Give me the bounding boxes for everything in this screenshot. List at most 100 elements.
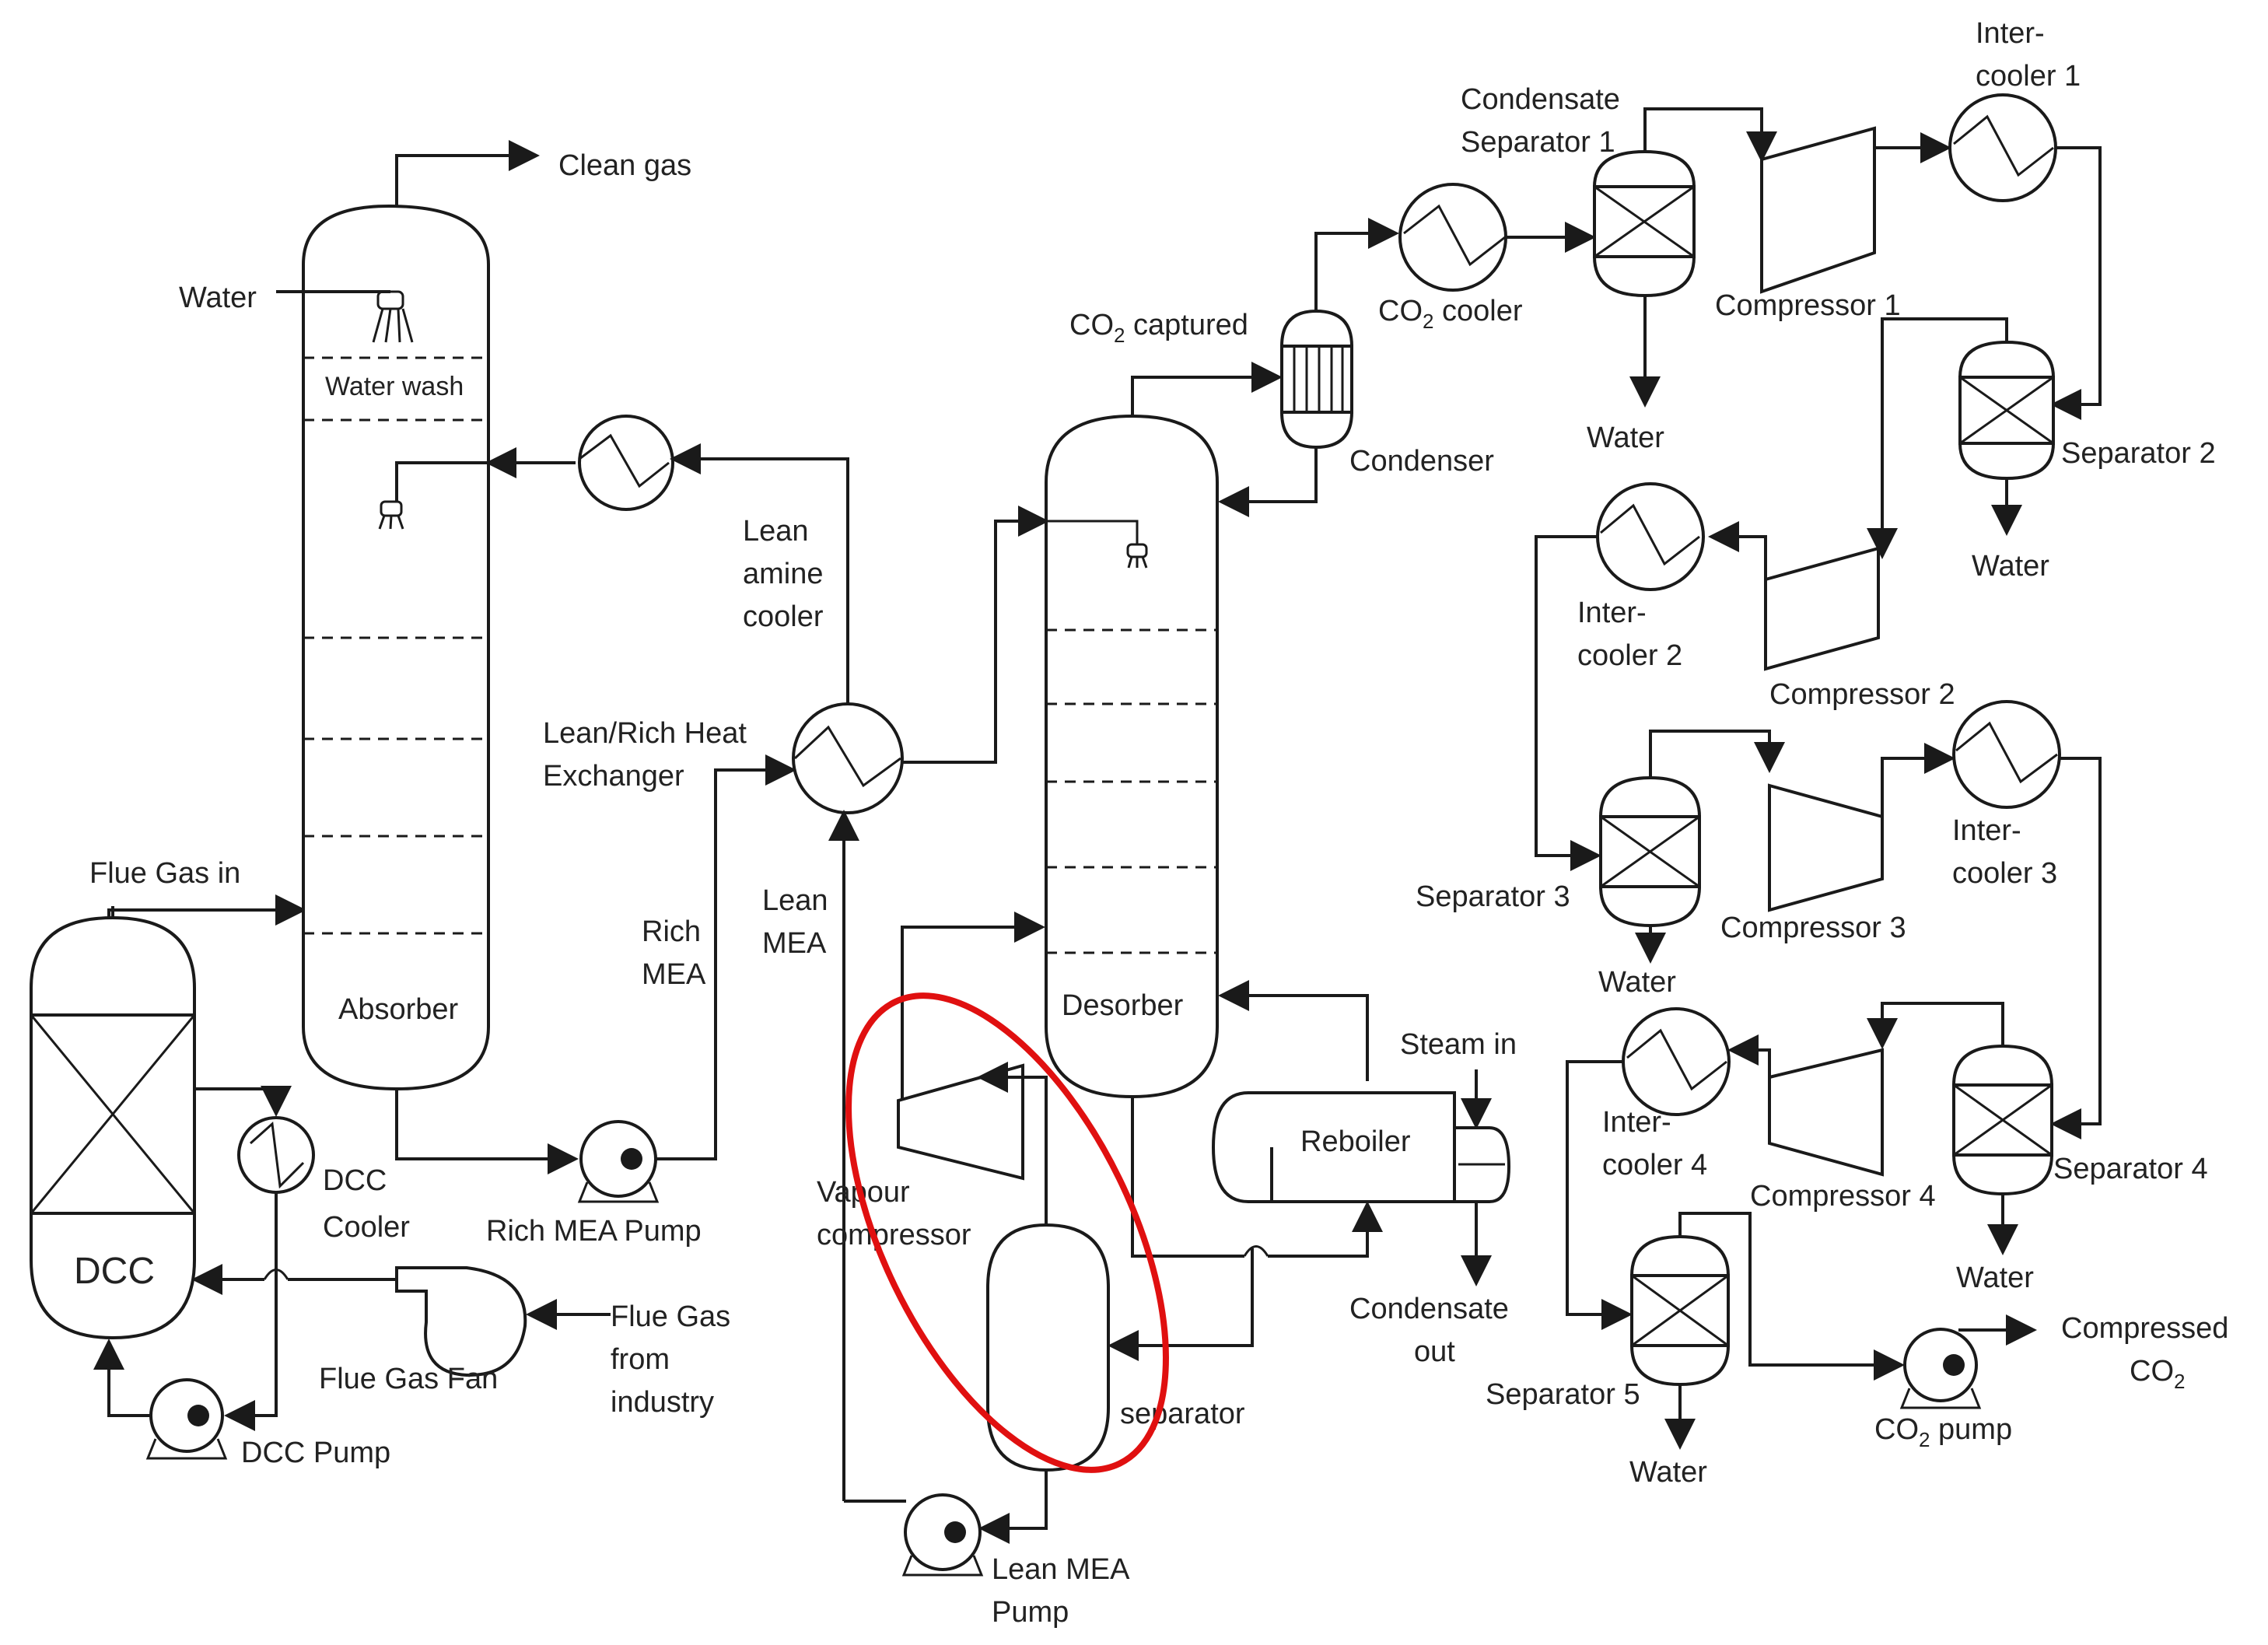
lean-mea-label-2: MEA [762, 927, 827, 960]
co2-pump-label: CO2 pump [1874, 1413, 2012, 1451]
intercooler-4-label-1: Inter- [1602, 1106, 1671, 1139]
flue-gas-source-label-2: from [611, 1343, 670, 1376]
water-sep4-label: Water [1956, 1262, 2034, 1294]
top-sprayer-icon [372, 290, 414, 343]
lean-mea-pump-label-2: Pump [992, 1596, 1069, 1629]
lean-amine-cooler-label-3: cooler [743, 600, 824, 633]
co2-cooler-icon [1398, 183, 1507, 292]
separator-3-label: Separator 3 [1416, 880, 1570, 913]
compressed-co2-label-2: CO2 [2130, 1355, 2185, 1393]
lean-separator-vessel [986, 1223, 1110, 1472]
separator-4-vessel [1952, 1044, 2053, 1196]
c2-outlet [1708, 521, 1767, 579]
dcc-cooler-label-1: DCC [323, 1164, 387, 1197]
compressor-4-icon [1768, 1048, 1884, 1177]
sep2-gas-line [1867, 317, 2008, 559]
desorber-column [1045, 414, 1219, 1099]
sep5-gas-line [1678, 1212, 1905, 1381]
condensate-separator-1-label-2: Separator 1 [1461, 126, 1615, 159]
dcc-pump-label: DCC Pump [241, 1437, 390, 1469]
condensate-out-label-1: Condensate [1349, 1293, 1509, 1325]
intercooler-2-icon [1596, 482, 1705, 591]
absorber-label: Absorber [338, 993, 459, 1026]
co2-pump-icon [1899, 1328, 1982, 1409]
ic3-outlet [2050, 757, 2102, 1139]
desorber-label: Desorber [1062, 989, 1184, 1022]
highlight-ellipse [845, 992, 1169, 1473]
separator-3-vessel [1599, 775, 1701, 928]
ic1-outlet [2050, 146, 2102, 420]
lean-amine-cooler-label-2: amine [743, 558, 824, 590]
intercooler-3-label-1: Inter- [1952, 814, 2021, 847]
vapour-piping [901, 912, 1254, 1544]
condenser-piping [1131, 218, 1399, 517]
separator-2-label: Separator 2 [2061, 437, 2216, 470]
condensate-separator-1-label-1: Condensate [1461, 83, 1620, 116]
ic4-outlet [1566, 1060, 1633, 1330]
water-sep5-label: Water [1629, 1456, 1707, 1489]
flue-gas-source-label-1: Flue Gas [611, 1300, 730, 1333]
lean-amine-cooler-icon [578, 415, 674, 511]
dcc-cooler-icon [237, 1116, 315, 1194]
water-inlet-label: Water [179, 282, 257, 314]
dcc-label: DCC [74, 1251, 155, 1292]
intercooler-2-label-2: cooler 2 [1577, 639, 1682, 672]
separator-label: separator [1120, 1398, 1245, 1430]
compressor-4-label: Compressor 4 [1750, 1180, 1936, 1213]
lean-amine-cooler-label-1: Lean [743, 515, 809, 548]
intercooler-1-label-1: Inter- [1976, 17, 2045, 50]
flue-gas-fan-icon [395, 1266, 527, 1377]
absorber-column [302, 204, 490, 1091]
lean-mea-pump-icon [844, 1493, 984, 1577]
condenser-icon [1280, 309, 1353, 450]
separator-5-vessel [1630, 1234, 1730, 1387]
reboiler-label: Reboiler [1300, 1125, 1411, 1158]
rich-mea-pump-label: Rich MEA Pump [486, 1215, 702, 1248]
compressor-2-label: Compressor 2 [1769, 678, 1955, 711]
dcc-cooler-label-2: Cooler [323, 1211, 410, 1244]
co2-cooler-label: CO2 cooler [1378, 295, 1523, 333]
intercooler-1-label-2: cooler 1 [1976, 60, 2081, 93]
desorber-sprayer-icon [1046, 520, 1148, 569]
rich-mea-pump-icon [577, 1120, 660, 1203]
separator-5-label: Separator 5 [1486, 1378, 1640, 1411]
c1-outlet [1873, 132, 1951, 191]
lean-mea-label-1: Lean [762, 884, 828, 917]
reboiler-icon [1211, 1091, 1511, 1203]
flue-gas-in-line [107, 894, 306, 926]
compressed-co2-outlet [1958, 1314, 2037, 1346]
condensate-out-label-2: out [1414, 1335, 1455, 1368]
vapour-compressor-icon [897, 1063, 1024, 1181]
intercooler-3-label-2: cooler 3 [1952, 857, 2057, 890]
intercooler-4-label-2: cooler 4 [1602, 1149, 1707, 1181]
compressor-3-label: Compressor 3 [1720, 912, 1906, 944]
rich-mea-label-2: MEA [642, 958, 706, 991]
mid-sprayer-icon [378, 500, 404, 530]
c3-outlet [1881, 743, 1955, 817]
dcc-pump-icon [145, 1378, 228, 1460]
condensate-separator-1-vessel [1593, 149, 1696, 298]
absorber-piping [276, 140, 579, 1174]
water-sep1-label: Water [1587, 422, 1664, 454]
compressor-1-icon [1760, 126, 1876, 294]
sep4-gas-line [1867, 1002, 2004, 1049]
separator-4-label: Separator 4 [2053, 1153, 2208, 1185]
intercooler-2-label-1: Inter- [1577, 597, 1647, 629]
intercooler-3-icon [1952, 700, 2061, 809]
lean-rich-hx-label-1: Lean/Rich Heat [543, 717, 747, 750]
flue-gas-in-label: Flue Gas in [89, 857, 240, 890]
separator-2-vessel [1958, 340, 2055, 481]
flue-gas-source-label-3: industry [611, 1386, 714, 1419]
intercooler-4-icon [1622, 1007, 1731, 1116]
compressor-1-label: Compressor 1 [1715, 289, 1901, 322]
condenser-label: Condenser [1349, 445, 1494, 478]
flue-gas-fan-label: Flue Gas Fan [319, 1363, 498, 1395]
compressor-2-icon [1764, 546, 1880, 671]
dcc-vessel [30, 915, 196, 1340]
sep3-gas-line [1649, 730, 1785, 778]
rich-mea-label-1: Rich [642, 915, 701, 948]
lean-mea-pump-label-1: Lean MEA [992, 1553, 1130, 1586]
lean-rich-hx-label-2: Exchanger [543, 760, 684, 793]
intercooler-1-icon [1948, 93, 2057, 202]
